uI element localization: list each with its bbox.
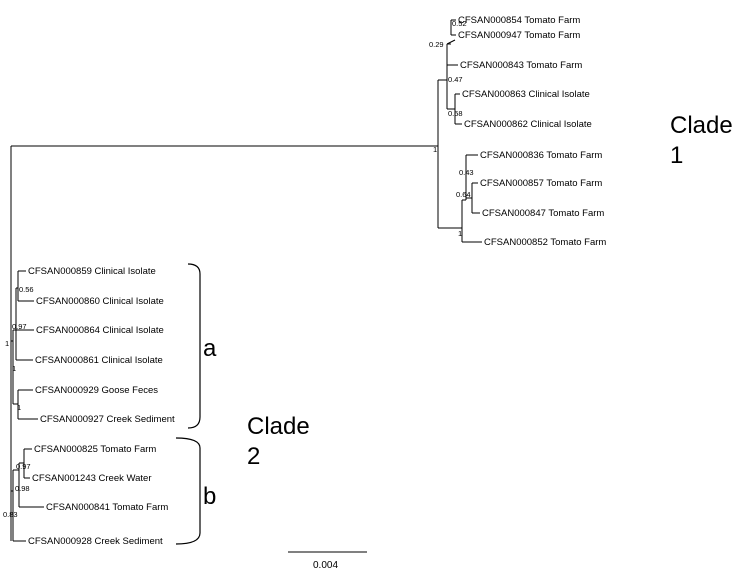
support-value: 1	[5, 339, 9, 348]
support-value: 0.64	[456, 190, 471, 199]
support-value: 0.47	[448, 75, 463, 84]
subclade-b-brace	[175, 437, 201, 545]
leaf-label: CFSAN000859 Clinical Isolate	[28, 266, 156, 277]
support-value: 0.58	[448, 109, 463, 118]
support-value: 0.29	[429, 40, 444, 49]
leaf-label: CFSAN000947 Tomato Farm	[458, 30, 580, 41]
leaf-label: CFSAN000862 Clinical Isolate	[464, 119, 592, 130]
subclade-b-label: b	[203, 483, 216, 510]
leaf-label: CFSAN000863 Clinical Isolate	[462, 89, 590, 100]
leaf-label: CFSAN000841 Tomato Farm	[46, 502, 168, 513]
leaf-label: CFSAN000836 Tomato Farm	[480, 150, 602, 161]
clade-1-branches	[11, 19, 482, 243]
scale-bar-label: 0.004	[313, 560, 338, 570]
leaf-label: CFSAN000927 Creek Sediment	[40, 414, 175, 425]
leaf-label: CFSAN000864 Clinical Isolate	[36, 325, 164, 336]
subclade-a-label: a	[203, 335, 217, 362]
leaf-label: CFSAN000860 Clinical Isolate	[36, 296, 164, 307]
leaf-label: CFSAN000928 Creek Sediment	[28, 536, 163, 547]
support-value: 0.83	[3, 510, 18, 519]
support-value: 0.43	[459, 168, 474, 177]
leaf-label: CFSAN000854 Tomato Farm	[458, 15, 580, 26]
support-values: 0.52 0.29 0.47 0.58 1 0.43 0.64 1 0.56 0…	[3, 19, 474, 519]
leaf-label: CFSAN000857 Tomato Farm	[480, 178, 602, 189]
support-value: 1	[12, 364, 16, 373]
subclade-a-brace	[187, 263, 201, 429]
support-value: 0.98	[15, 484, 30, 493]
leaf-labels: CFSAN000854 Tomato Farm CFSAN000947 Toma…	[28, 15, 606, 547]
leaf-label: CFSAN000847 Tomato Farm	[482, 208, 604, 219]
support-value: 0.97	[16, 462, 31, 471]
clade-1-label-line2: 1	[670, 142, 683, 169]
support-value: 0.97	[12, 322, 27, 331]
clade-2-label-line2: 2	[247, 443, 260, 470]
support-value: 1	[458, 229, 462, 238]
clade-1-label-line1: Clade	[670, 112, 733, 139]
leaf-label: CFSAN000861 Clinical Isolate	[35, 355, 163, 366]
leaf-label: CFSAN000929 Goose Feces	[35, 385, 158, 396]
leaf-label: CFSAN001243 Creek Water	[32, 473, 152, 484]
support-value: 1	[17, 403, 21, 412]
leaf-label: CFSAN000852 Tomato Farm	[484, 237, 606, 248]
support-value: 0.52	[452, 19, 467, 28]
clade-2-branches	[10, 146, 44, 542]
support-value: 1	[433, 145, 437, 154]
leaf-label: CFSAN000825 Tomato Farm	[34, 444, 156, 455]
leaf-label: CFSAN000843 Tomato Farm	[460, 60, 582, 71]
support-value: 0.56	[19, 285, 34, 294]
clade-2-label-line1: Clade	[247, 413, 310, 440]
